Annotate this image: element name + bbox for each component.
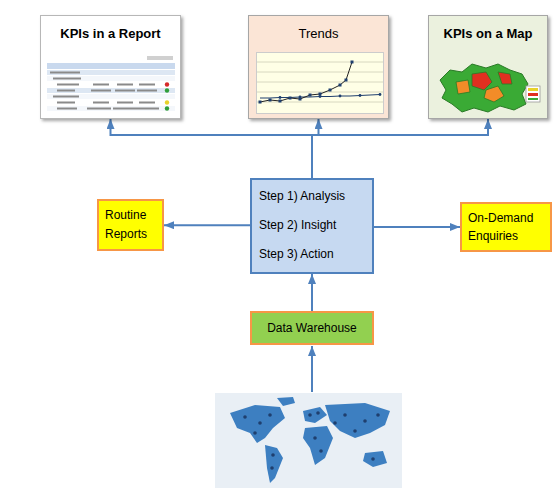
box-label: On-Demand Enquiries bbox=[468, 209, 544, 245]
flow-arrow bbox=[374, 226, 460, 228]
continent bbox=[265, 445, 283, 483]
map-key-item bbox=[528, 88, 538, 91]
map-key bbox=[526, 86, 540, 102]
world-map bbox=[215, 393, 402, 488]
continent bbox=[277, 397, 295, 406]
chart-grid bbox=[257, 62, 383, 102]
table-cells bbox=[50, 72, 159, 110]
output-box: On-Demand Enquiries bbox=[460, 202, 552, 252]
storage-box: Data Warehouse bbox=[250, 311, 374, 345]
step-label: Step 1) Analysis bbox=[259, 189, 365, 203]
continent bbox=[325, 403, 390, 438]
continent bbox=[303, 407, 327, 423]
flow-arrow bbox=[312, 119, 488, 178]
series-markers bbox=[259, 61, 382, 104]
box-label: Data Warehouse bbox=[258, 321, 366, 335]
map-region bbox=[472, 72, 492, 90]
panel-title: KPIs in a Report bbox=[45, 26, 176, 42]
kpi-panel: Trends bbox=[248, 15, 389, 119]
continent bbox=[230, 405, 285, 443]
table-ground bbox=[47, 56, 175, 114]
flow-arrow bbox=[111, 119, 313, 178]
map-region bbox=[498, 72, 512, 84]
map-region bbox=[484, 86, 504, 102]
kpi-panel: KPIs in a Report bbox=[40, 15, 181, 119]
map-pins bbox=[243, 411, 380, 470]
report-table bbox=[47, 56, 175, 114]
status-dots bbox=[165, 82, 169, 110]
output-box: Routine Reports bbox=[97, 199, 164, 251]
kpi-panel: KPIs on a Map bbox=[428, 15, 548, 119]
step-label: Step 3) Action bbox=[259, 247, 365, 261]
rising-series bbox=[260, 62, 352, 102]
source-arrow bbox=[311, 346, 313, 392]
continent bbox=[363, 451, 387, 467]
trend-chart bbox=[256, 52, 384, 114]
step-label: Step 2) Insight bbox=[259, 218, 365, 232]
kpi-map bbox=[436, 60, 542, 116]
panel-title: Trends bbox=[253, 26, 384, 42]
table-toolbar bbox=[147, 56, 173, 60]
map-key-item bbox=[528, 93, 538, 96]
box-label: Routine Reports bbox=[105, 206, 156, 244]
panel-title: KPIs on a Map bbox=[433, 26, 543, 42]
process-box: Step 1) AnalysisStep 2) InsightStep 3) A… bbox=[250, 178, 374, 274]
table-rows bbox=[47, 70, 175, 111]
continent bbox=[303, 426, 333, 465]
map-key-item bbox=[528, 98, 538, 100]
map-ground bbox=[215, 393, 402, 488]
chart-ground bbox=[257, 53, 384, 114]
map-outline bbox=[440, 64, 528, 112]
table-header bbox=[47, 63, 175, 69]
flow-arrow bbox=[164, 224, 250, 226]
map-region bbox=[456, 80, 470, 94]
flow-arrow bbox=[311, 274, 313, 311]
